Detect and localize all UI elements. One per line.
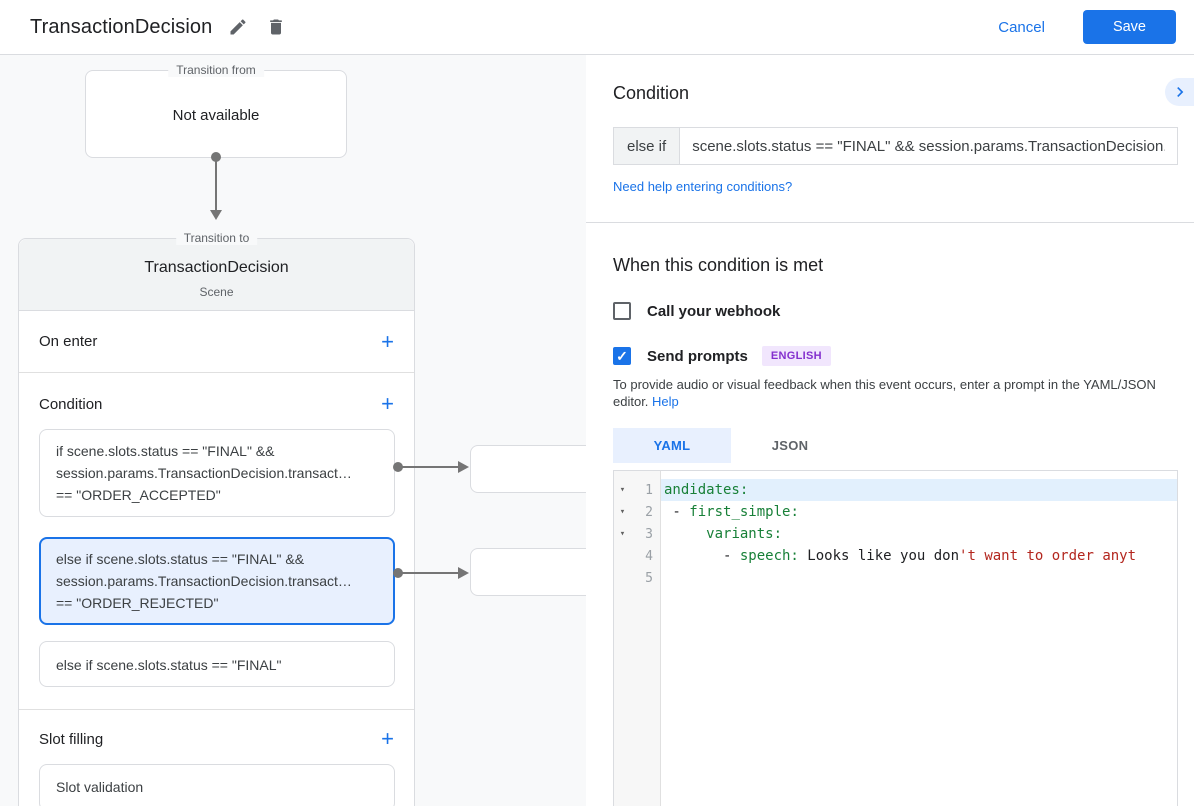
code-line-4[interactable]: - speech: Looks like you don't want to o… bbox=[664, 548, 1137, 564]
add-on-enter-button[interactable]: + bbox=[381, 328, 394, 354]
tab-json[interactable]: JSON bbox=[771, 438, 809, 453]
chevron-right-icon bbox=[1176, 87, 1183, 97]
condition-input-row: else if bbox=[613, 127, 1178, 165]
code-line-5[interactable] bbox=[661, 567, 1177, 589]
cancel-button[interactable]: Cancel bbox=[998, 18, 1045, 36]
language-badge: ENGLISH bbox=[761, 346, 831, 366]
slot-card-1[interactable]: Slot validation bbox=[39, 764, 395, 806]
line-number: 2 bbox=[645, 504, 653, 520]
line-number: 5 bbox=[645, 570, 653, 586]
condition-2-connector-line bbox=[400, 572, 458, 574]
condition-2-connector-dot bbox=[393, 568, 403, 578]
code-line-1[interactable]: andidates: bbox=[661, 479, 1177, 501]
condition-card-1[interactable]: if scene.slots.status == "FINAL" && sess… bbox=[39, 429, 395, 517]
condition-section-label: Condition bbox=[39, 395, 103, 413]
collapse-panel-button[interactable] bbox=[1165, 78, 1194, 106]
main-area: Transition from Not available Transition… bbox=[0, 55, 1194, 806]
webhook-label: Call your webhook bbox=[647, 302, 781, 320]
code-line-2[interactable]: - first_simple: bbox=[664, 504, 799, 520]
fold-arrow-icon[interactable]: ▾ bbox=[619, 529, 626, 539]
scene-header: TransactionDecision Scene bbox=[19, 239, 414, 311]
connector-line bbox=[215, 157, 217, 210]
line-number: 1 bbox=[645, 482, 653, 498]
condition-section: Condition + if scene.slots.status == "FI… bbox=[19, 373, 414, 710]
condition-prefix: else if bbox=[614, 128, 681, 164]
scene-type: Scene bbox=[199, 285, 234, 299]
condition-header-section: Condition else if Need help entering con… bbox=[586, 55, 1194, 223]
condition-2-connector-arrowhead bbox=[458, 567, 469, 579]
on-enter-label: On enter bbox=[39, 333, 98, 350]
line-number: 3 bbox=[645, 526, 653, 542]
page-title: TransactionDecision bbox=[30, 15, 213, 38]
line-number: 4 bbox=[645, 548, 653, 564]
send-prompts-checkbox[interactable]: ✓ bbox=[613, 347, 631, 365]
editor-code-area[interactable]: andidates: - first_simple: variants: - s… bbox=[661, 471, 1177, 806]
on-enter-section: On enter + bbox=[19, 311, 414, 373]
edit-icon[interactable] bbox=[226, 15, 250, 39]
scene-card: Transition to TransactionDecision Scene … bbox=[18, 231, 415, 806]
send-prompts-row: ✓ Send prompts ENGLISH bbox=[613, 346, 1178, 366]
panel-title: Condition bbox=[613, 83, 690, 103]
condition-card-3[interactable]: else if scene.slots.status == "FINAL" bbox=[39, 641, 395, 687]
flow-canvas: Transition from Not available Transition… bbox=[0, 55, 586, 806]
slot-filling-section: Slot filling + Slot validation bbox=[19, 710, 414, 806]
fold-arrow-icon[interactable]: ▾ bbox=[619, 485, 626, 495]
save-button[interactable]: Save bbox=[1082, 10, 1176, 44]
webhook-checkbox[interactable]: ✓ bbox=[613, 302, 631, 320]
send-prompts-label: Send prompts bbox=[647, 347, 748, 365]
transition-target-box-1[interactable] bbox=[470, 445, 586, 493]
condition-editor-panel: Condition else if Need help entering con… bbox=[586, 55, 1194, 806]
code-line-3[interactable]: variants: bbox=[706, 526, 783, 542]
connector-arrowhead bbox=[210, 210, 222, 220]
transition-from-value: Not available bbox=[172, 107, 260, 124]
condition-1-connector-dot bbox=[393, 462, 403, 472]
transition-to-label: Transition to bbox=[175, 231, 258, 245]
scene-name: TransactionDecision bbox=[144, 259, 289, 276]
prompt-description: To provide audio or visual feedback when… bbox=[613, 376, 1175, 410]
slot-filling-label: Slot filling bbox=[39, 730, 104, 748]
slot-card-list: Slot validation bbox=[19, 764, 414, 806]
condition-card-list: if scene.slots.status == "FINAL" && sess… bbox=[19, 429, 414, 687]
transition-target-box-2[interactable] bbox=[470, 548, 586, 596]
editor-gutter: ▾ 1 ▾ 2 ▾ 3 4 5 bbox=[614, 471, 661, 806]
when-met-title: When this condition is met bbox=[613, 255, 824, 275]
condition-1-connector-arrowhead bbox=[458, 461, 469, 473]
topbar: TransactionDecision Cancel Save bbox=[0, 0, 1194, 55]
when-met-section: When this condition is met ✓ Call your w… bbox=[586, 255, 1194, 806]
transition-from-label: Transition from bbox=[168, 63, 264, 77]
tab-yaml[interactable]: YAML bbox=[613, 428, 731, 463]
add-condition-button[interactable]: + bbox=[381, 391, 394, 416]
condition-input[interactable] bbox=[680, 128, 1177, 164]
conditions-help-link[interactable]: Need help entering conditions? bbox=[613, 179, 793, 194]
add-slot-button[interactable]: + bbox=[381, 726, 394, 751]
editor-tabs: YAML JSON bbox=[613, 428, 1178, 463]
prompt-description-text: To provide audio or visual feedback when… bbox=[613, 377, 1156, 409]
condition-card-2[interactable]: else if scene.slots.status == "FINAL" &&… bbox=[39, 537, 395, 625]
help-link[interactable]: Help bbox=[652, 394, 679, 409]
code-editor: ▾ 1 ▾ 2 ▾ 3 4 5 andidates: - first_simple: vari… bbox=[613, 470, 1178, 806]
webhook-row: ✓ Call your webhook bbox=[613, 302, 1178, 320]
fold-arrow-icon[interactable]: ▾ bbox=[619, 507, 626, 517]
condition-1-connector-line bbox=[400, 466, 458, 468]
transition-from-box: Transition from Not available bbox=[85, 63, 347, 158]
delete-icon[interactable] bbox=[264, 15, 288, 39]
